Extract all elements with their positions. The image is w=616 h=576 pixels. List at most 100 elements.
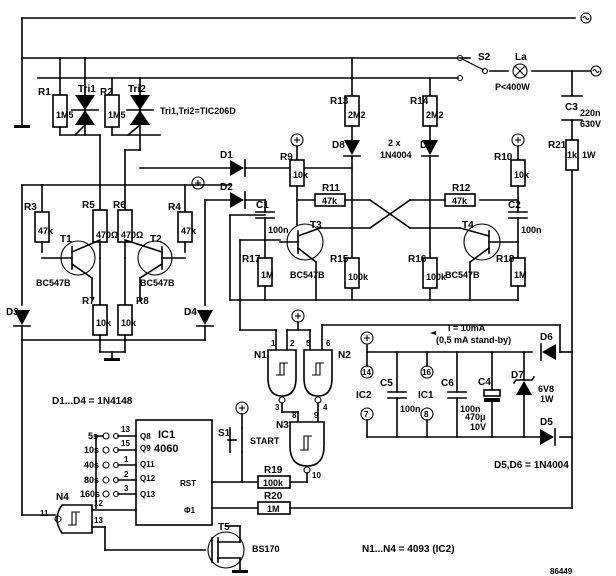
c4-value-a: 470μ [465, 412, 486, 422]
d1-d4-note: D1...D4 = 1N4148 [52, 396, 133, 407]
tri-type-note: Tri1,Tri2=TIC206D [160, 106, 236, 116]
r3-label: R3 [24, 202, 37, 213]
c6-label: C6 [441, 378, 454, 389]
time-10s: 10s [84, 445, 99, 455]
ic1-rst: RST [180, 479, 196, 488]
ic1-q11: Q11 [140, 460, 155, 469]
r11-label: R11 [322, 183, 340, 194]
n3-pin8: 8 [292, 411, 297, 420]
flipflop-ground-rail [229, 214, 519, 301]
gate-n2: N2 5 6 4 [303, 339, 351, 412]
r3-value: 47k [38, 226, 54, 236]
time-160s: 160s [80, 489, 100, 499]
r8-value: 10k [121, 318, 137, 328]
r7-label: R7 [82, 296, 95, 307]
r14-resistor: R14 2M2 [410, 77, 444, 141]
supply-rails [366, 324, 573, 438]
c4-capacitor: C4 470μ 10V [465, 351, 501, 438]
d8-label: D8 [332, 140, 345, 151]
ic1-title: IC1 [158, 429, 175, 441]
ic1-q13: Q13 [140, 490, 156, 499]
t2-label: T2 [150, 234, 162, 245]
t1-type: BC547B [36, 278, 71, 288]
r2-resistor: R2 1M5 [100, 77, 126, 136]
s2-label: S2 [478, 52, 491, 63]
r14-value: 2M2 [426, 110, 444, 120]
r9-value: 10k [293, 170, 309, 180]
r20-value: 1M [267, 504, 280, 514]
c4-label: C4 [478, 377, 491, 388]
r18-resistor: R18 1M [496, 254, 527, 301]
n2-pin5: 5 [306, 339, 311, 348]
r6-label: R6 [113, 200, 126, 211]
c6-capacitor: C6 100n [441, 351, 481, 438]
n2-pin4: 4 [323, 403, 328, 412]
t1-transistor: T1 BC547B [36, 234, 102, 301]
t4-type: BC547B [445, 270, 480, 280]
c4-value-b: 10V [470, 422, 486, 432]
n1-pin3: 3 [275, 403, 280, 412]
pin-3: 3 [124, 484, 129, 493]
r2-value: 1M5 [108, 110, 126, 120]
d8-d9-count: 2 x [388, 138, 401, 148]
mains-wiring [14, 17, 591, 439]
r6-resistor: R6 470Ω [113, 200, 143, 259]
n3-label: N3 [276, 420, 289, 431]
n4-pin11: 11 [40, 509, 49, 518]
pin-1: 1 [124, 455, 129, 464]
r18-label: R18 [496, 254, 515, 265]
n2-label: N2 [338, 350, 351, 361]
ground-markers [14, 125, 30, 128]
r21-label: R21 [548, 140, 567, 151]
c3-label: C3 [565, 102, 578, 113]
t5-type: BS170 [252, 544, 280, 554]
n2-pin6: 6 [326, 339, 331, 348]
r18-value: 1M [514, 270, 527, 280]
c5-label: C5 [380, 378, 393, 389]
r8-resistor: R8 10k [117, 257, 149, 353]
lamp-label: La [515, 52, 527, 63]
r13-value: 2M2 [348, 110, 366, 120]
r15-value: 100k [348, 272, 369, 282]
n3-pin9: 9 [314, 411, 319, 420]
t4-transistor: T4 BC547B [445, 220, 519, 301]
d3-diode: D3 [6, 184, 56, 516]
t3-transistor: T3 BC547B [279, 220, 325, 301]
r7-resistor: R7 10k [82, 257, 112, 353]
d4-label: D4 [184, 307, 197, 318]
t3-label: T3 [310, 220, 322, 231]
n1-pin2: 2 [290, 339, 295, 348]
ic2-pin14: 14 [362, 368, 371, 377]
ic1-4060: IC1 4060 Q8 Q9 Q11 Q12 Q13 RST Φ1 [135, 419, 213, 526]
c3-value-b: 630V [580, 119, 601, 129]
c5-capacitor: C5 100n [380, 351, 421, 438]
s1-start-button[interactable]: S1 START [218, 401, 280, 483]
time-40s: 40s [84, 460, 99, 470]
d9-label: D9 [420, 140, 433, 151]
r21-watt: 1W [582, 150, 596, 160]
d7-value-a: 6V8 [538, 384, 554, 394]
n4-pin13: 13 [94, 516, 103, 525]
c1-capacitor: C1 100n [255, 199, 289, 259]
r10-label: R10 [494, 152, 513, 163]
lamp: La P<400W [495, 52, 530, 92]
d8-d9-type: 1N4004 [380, 150, 412, 160]
s2-switch[interactable]: S2 [456, 52, 491, 82]
r6-value: 470Ω [121, 230, 143, 240]
c3-value-a: 220n [580, 108, 601, 118]
tri2-label: Tri2 [128, 84, 146, 95]
r21-resistor: R21 1k 1W [548, 139, 596, 171]
r16-resistor: R16 100k [408, 254, 447, 289]
ic1-phi1: Φ1 [184, 506, 196, 515]
figure-number: 86449 [550, 567, 573, 576]
ic1-part: 4060 [154, 443, 178, 455]
time-80s: 80s [84, 475, 99, 485]
r9-resistor: R9 10k [280, 133, 309, 226]
d2-label: D2 [220, 182, 233, 193]
r20-resistor: R20 1M [211, 437, 573, 515]
r5-label: R5 [82, 200, 95, 211]
r8-label: R8 [136, 296, 149, 307]
ic-supply-pins: 14 7 IC2 16 8 IC1 [356, 351, 434, 438]
r13-label: R13 [330, 96, 349, 107]
time-select-jumpers[interactable]: 5s 10s 40s 80s 160s 13 15 1 2 3 [80, 425, 137, 509]
